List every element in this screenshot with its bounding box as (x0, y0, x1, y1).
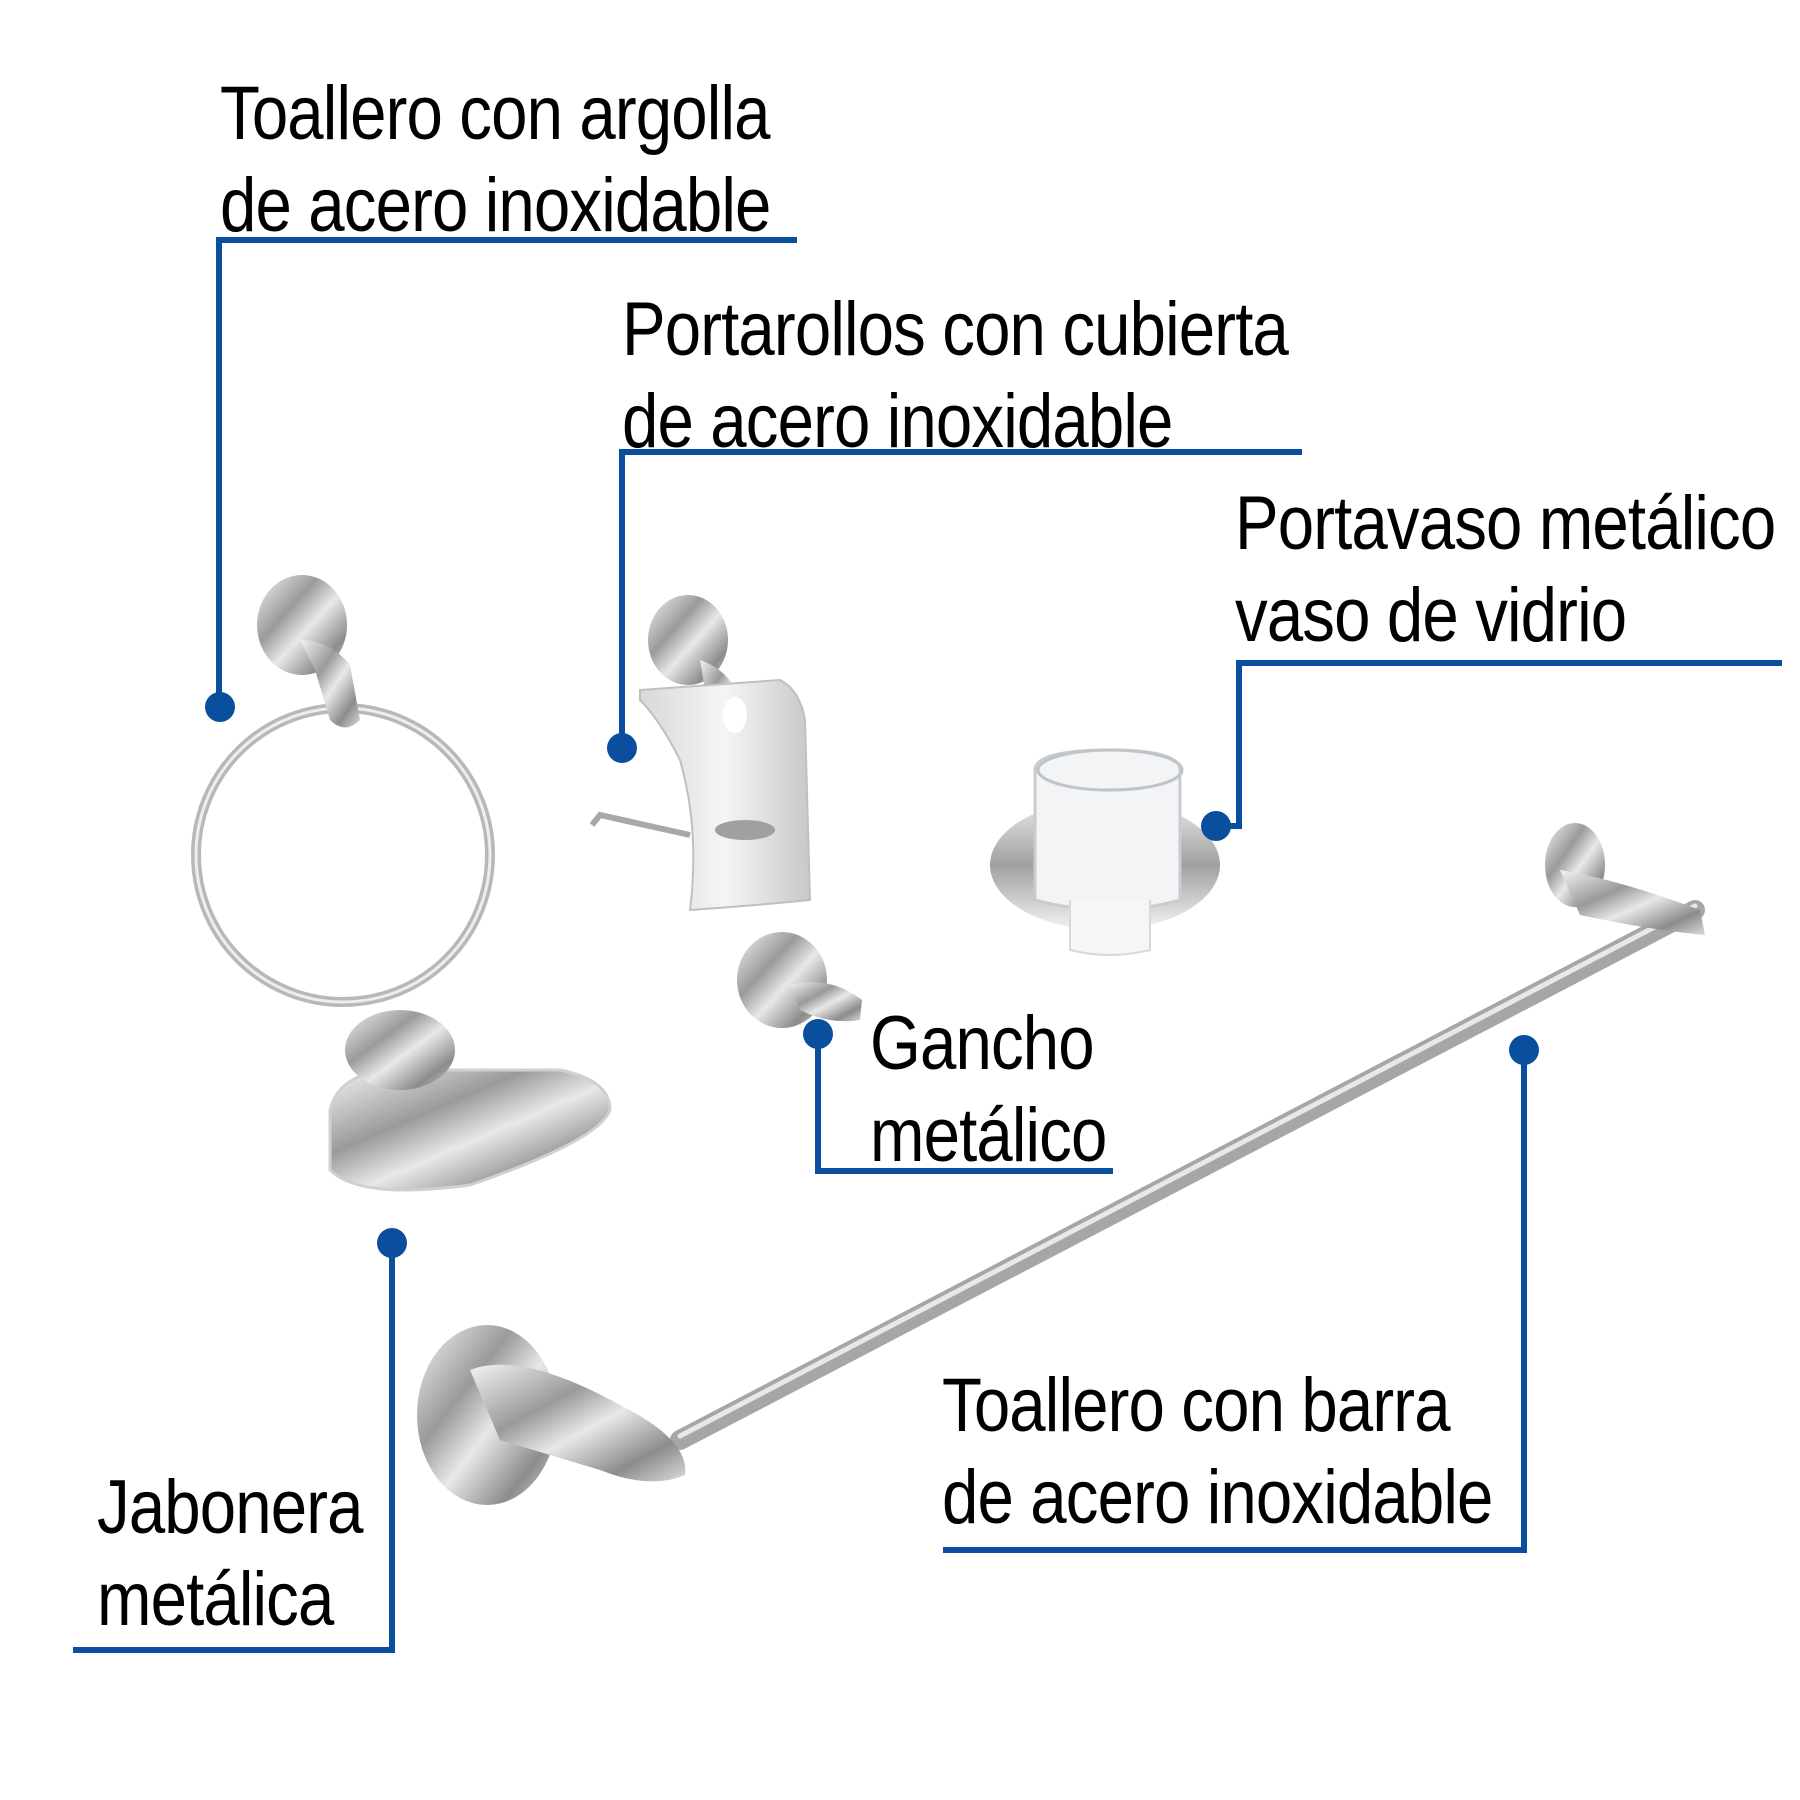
towel-ring-image (191, 575, 495, 1007)
leader-line-soap-dish-v (389, 1243, 395, 1653)
callout-line-1: Portavaso metálico (1235, 481, 1776, 566)
callout-dot-towel-ring (205, 692, 235, 722)
toilet-paper-holder-image (589, 595, 812, 912)
robe-hook-image (737, 932, 862, 1028)
leader-line-tumbler-holder-h (1236, 660, 1782, 666)
leader-line-toilet-paper-holder-v (619, 449, 625, 748)
leader-line-robe-hook-h (815, 1168, 1113, 1174)
leader-line-towel-ring-h (216, 237, 797, 243)
callout-label-towel-bar: Toallero con barra de acero inoxidable (942, 1360, 1493, 1544)
leader-line-robe-hook-v (815, 1034, 821, 1174)
callout-line-2: metálica (97, 1557, 334, 1642)
callout-line-1: Portarollos con cubierta (622, 287, 1289, 372)
callout-label-soap-dish: Jabonera metálica (97, 1462, 364, 1646)
callout-label-tumbler-holder: Portavaso metálico vaso de vidrio (1235, 478, 1776, 662)
callout-dot-tumbler-holder (1201, 811, 1231, 841)
callout-dot-toilet-paper-holder (607, 733, 637, 763)
leader-line-towel-ring-v (216, 237, 222, 707)
towel-bar-image (417, 823, 1705, 1505)
callout-line-2: metálico (870, 1093, 1107, 1178)
leader-line-tumbler-holder-v (1236, 660, 1242, 829)
callout-line-1: Jabonera (97, 1465, 364, 1550)
callout-label-toilet-paper-holder: Portarollos con cubierta de acero inoxid… (622, 284, 1289, 468)
callout-label-towel-ring: Toallero con argolla de acero inoxidable (220, 68, 771, 252)
tumbler-holder-image (990, 748, 1220, 956)
callout-line-2: de acero inoxidable (942, 1455, 1493, 1540)
callout-line-1: Toallero con barra (942, 1363, 1451, 1448)
callout-line-1: Toallero con argolla (220, 71, 770, 156)
leader-line-soap-dish-h (73, 1647, 395, 1653)
leader-line-toilet-paper-holder-h (619, 449, 1302, 455)
leader-line-towel-bar-h (943, 1547, 1527, 1553)
callout-label-robe-hook: Gancho metálico (870, 998, 1107, 1182)
callout-line-1: Gancho (870, 1001, 1095, 1086)
callout-line-2: de acero inoxidable (220, 163, 771, 248)
soap-dish-image (328, 1010, 612, 1192)
callout-line-2: vaso de vidrio (1235, 573, 1627, 658)
leader-line-towel-bar-v (1521, 1050, 1527, 1553)
